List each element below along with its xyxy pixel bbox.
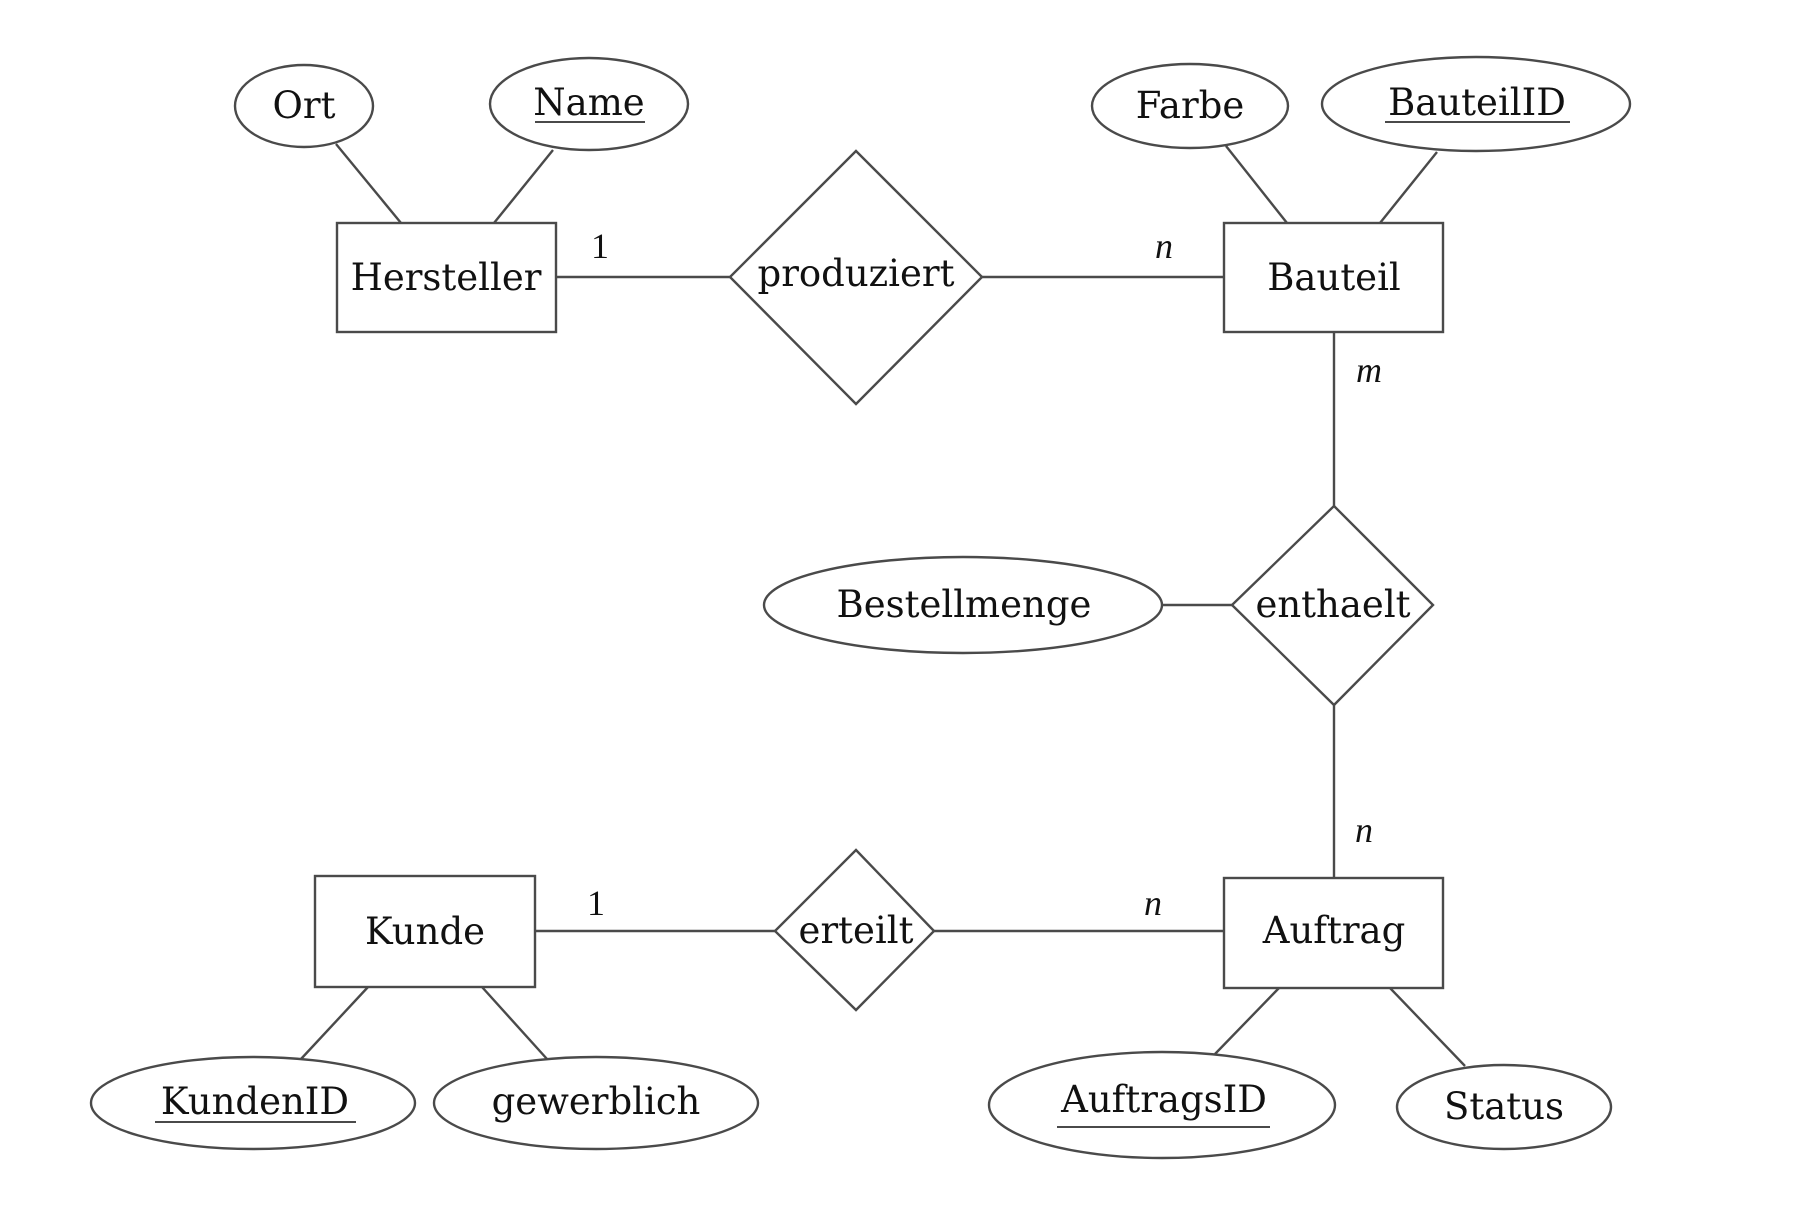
attribute-gewerblich: gewerblich xyxy=(432,1055,760,1151)
entity-bauteil: Bauteil xyxy=(1222,221,1445,334)
entity-label: Auftrag xyxy=(1262,909,1406,952)
attribute-label: KundenID xyxy=(161,1080,349,1123)
cardinality-produziert-bauteil: n xyxy=(1155,226,1173,266)
entity-auftrag: Auftrag xyxy=(1222,876,1445,990)
attribute-label: gewerblich xyxy=(492,1080,701,1123)
cardinality-enthaelt-bauteil: m xyxy=(1356,350,1382,390)
relationship-label: enthaelt xyxy=(1255,583,1410,626)
edge-kunde-kundenid xyxy=(300,986,369,1060)
attribute-bauteilid-key: BauteilID xyxy=(1320,55,1632,153)
attribute-auftragsid-key: AuftragsID xyxy=(987,1050,1337,1160)
edge-ort-hersteller xyxy=(335,143,402,224)
relationship-enthaelt: enthaelt xyxy=(1230,504,1435,707)
attribute-label: Farbe xyxy=(1136,84,1245,127)
attribute-label: Ort xyxy=(273,84,336,127)
attribute-farbe: Farbe xyxy=(1090,62,1290,150)
entity-label: Kunde xyxy=(365,910,485,953)
attribute-label: Name xyxy=(533,81,644,124)
edge-auftrag-auftragsid xyxy=(1214,987,1280,1055)
attribute-label: AuftragsID xyxy=(1060,1078,1267,1121)
entity-hersteller: Hersteller xyxy=(335,221,558,334)
edge-auftrag-status xyxy=(1389,987,1466,1067)
attribute-label: Bestellmenge xyxy=(837,583,1092,626)
attribute-ort: Ort xyxy=(233,63,375,149)
cardinality-enthaelt-auftrag: n xyxy=(1355,810,1373,850)
relationship-label: erteilt xyxy=(799,909,914,952)
attribute-bestellmenge: Bestellmenge xyxy=(762,555,1164,655)
entity-kunde: Kunde xyxy=(313,874,537,989)
attribute-kundenid-key: KundenID xyxy=(89,1055,417,1151)
edge-name-hersteller xyxy=(493,149,554,224)
cardinality-erteilt-auftrag: n xyxy=(1144,883,1162,923)
attribute-status: Status xyxy=(1395,1063,1613,1151)
relationship-erteilt: erteilt xyxy=(773,848,936,1012)
entity-label: Bauteil xyxy=(1267,256,1401,299)
edges xyxy=(300,143,1466,1067)
attribute-label: Status xyxy=(1444,1085,1564,1128)
relationship-label: produziert xyxy=(758,252,955,295)
edge-kunde-gewerblich xyxy=(481,986,548,1060)
cardinality-produziert-hersteller: 1 xyxy=(591,226,609,266)
entity-label: Hersteller xyxy=(351,256,542,299)
attribute-name-key: Name xyxy=(488,56,690,152)
cardinality-erteilt-kunde: 1 xyxy=(587,883,605,923)
edge-bauteilid-bauteil xyxy=(1379,151,1438,224)
edge-farbe-bauteil xyxy=(1225,145,1288,224)
attribute-label: BauteilID xyxy=(1388,81,1566,124)
relationship-produziert: produziert xyxy=(728,149,984,406)
